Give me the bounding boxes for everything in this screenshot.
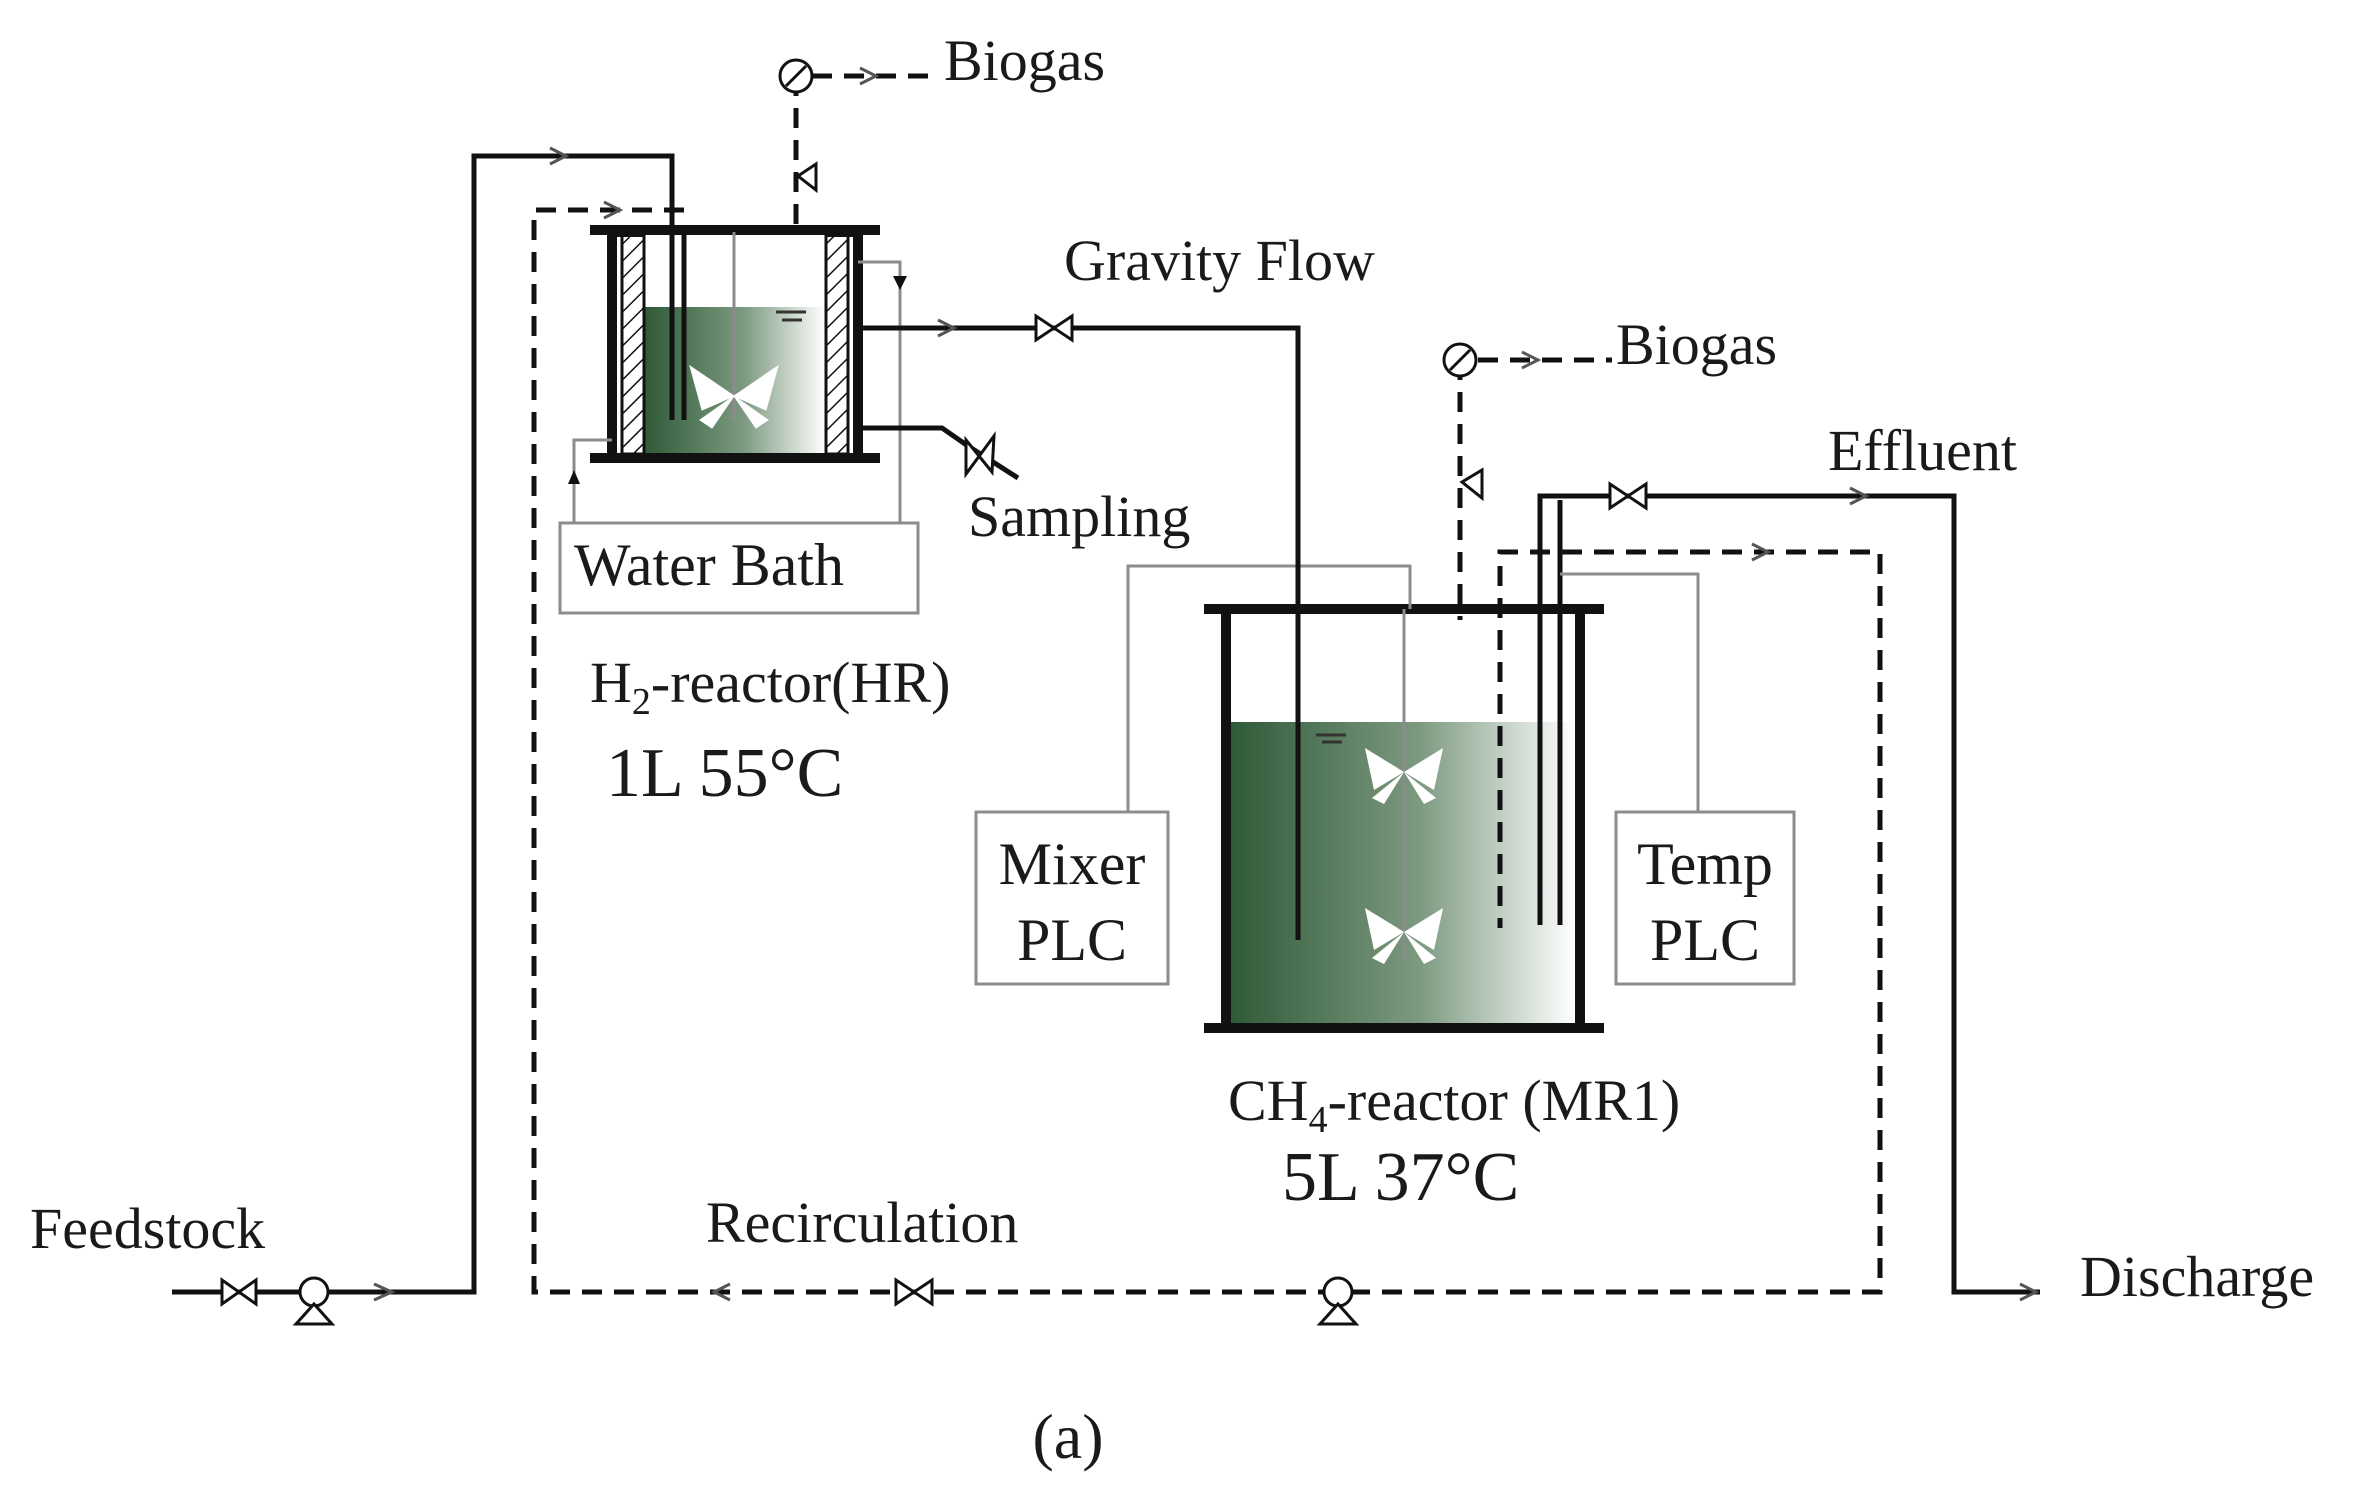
mixer-plc-label-1: Mixer bbox=[999, 831, 1146, 897]
feedstock-line bbox=[172, 146, 675, 1326]
h2-reactor-jacket-right bbox=[824, 230, 850, 456]
biogas-right-label: Biogas bbox=[1616, 312, 1777, 377]
temp-plc: Temp PLC bbox=[1560, 572, 1796, 986]
h2-reactor-impeller-icon bbox=[689, 364, 779, 429]
recirculation-label: Recirculation bbox=[706, 1190, 1018, 1255]
water-bath: Water Bath bbox=[558, 260, 920, 615]
ch4-reactor-label: CH4-reactor (MR1) bbox=[1228, 1068, 1680, 1141]
sampling-label: Sampling bbox=[968, 484, 1190, 549]
temp-plc-label-1: Temp bbox=[1637, 831, 1773, 897]
effluent-line bbox=[1537, 481, 2040, 1302]
ch4-reactor-spec: 5L 37°C bbox=[1282, 1139, 1519, 1216]
h2-reactor-spec: 1L 55°C bbox=[606, 735, 843, 812]
biogas-top-label: Biogas bbox=[944, 28, 1105, 93]
water-bath-label: Water Bath bbox=[574, 532, 844, 598]
sampling-line bbox=[858, 425, 1020, 481]
feedstock-pump-icon bbox=[292, 1276, 336, 1326]
biogas-top-line bbox=[778, 58, 940, 232]
biogas-right-gauge-icon bbox=[1442, 342, 1478, 378]
panel-label: (a) bbox=[1032, 1401, 1103, 1472]
ch4-reactor-impeller-top-icon bbox=[1365, 748, 1443, 804]
gravity-flow-label: Gravity Flow bbox=[1064, 228, 1375, 293]
gravity-flow-line bbox=[858, 313, 1301, 940]
discharge-label: Discharge bbox=[2080, 1244, 2314, 1309]
biogas-right-line bbox=[1442, 342, 1612, 620]
recirculation-pump-icon bbox=[1316, 1276, 1360, 1326]
h2-reactor-jacket-left bbox=[620, 230, 646, 456]
effluent-valve-icon bbox=[1608, 481, 1648, 511]
mixer-plc-label-2: PLC bbox=[1017, 907, 1127, 973]
feedstock-valve-icon bbox=[220, 1277, 258, 1307]
recirculation-valve-icon bbox=[894, 1277, 934, 1307]
h2-reactor bbox=[590, 225, 880, 463]
temp-plc-box bbox=[1614, 810, 1796, 986]
biogas-top-gauge-icon bbox=[778, 58, 814, 94]
recirculation-loop bbox=[531, 200, 1883, 1326]
gravity-flow-valve-icon bbox=[1034, 313, 1074, 343]
mixer-plc-box bbox=[974, 810, 1170, 986]
temp-plc-label-2: PLC bbox=[1650, 907, 1760, 973]
water-bath-box bbox=[558, 521, 920, 615]
mixer-plc: Mixer PLC bbox=[974, 564, 1412, 986]
feedstock-label: Feedstock bbox=[30, 1196, 265, 1261]
sampling-valve-icon bbox=[964, 431, 996, 479]
h2-reactor-label: H2-reactor(HR) bbox=[590, 650, 950, 723]
ch4-reactor bbox=[1204, 500, 1604, 1033]
ch4-reactor-impeller-bottom-icon bbox=[1365, 908, 1443, 964]
effluent-label: Effluent bbox=[1828, 418, 2017, 483]
